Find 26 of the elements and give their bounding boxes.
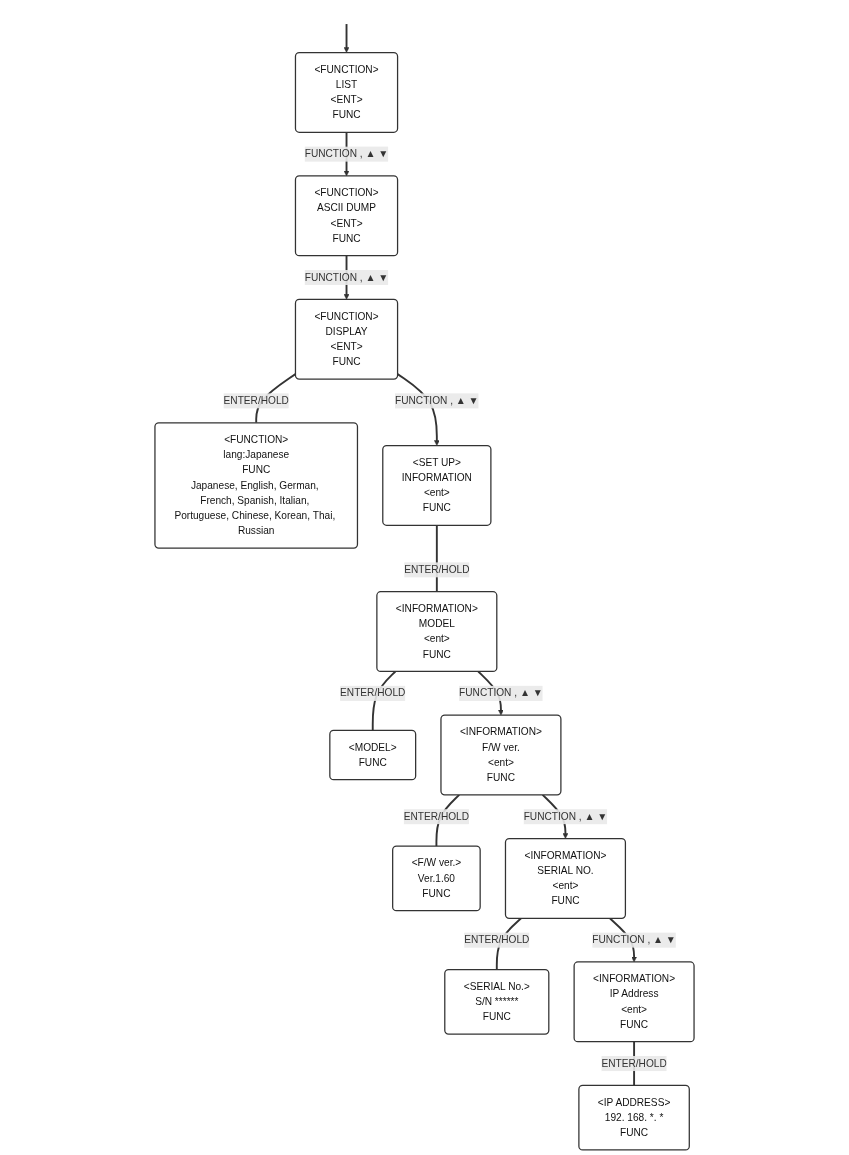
node-box: <MODEL> FUNC <box>329 729 417 781</box>
arrow <box>343 23 350 53</box>
edge-label: FUNCTION , ▲ ▼ <box>304 271 389 283</box>
edge-label: ENTER/HOLD <box>404 564 470 575</box>
edge-label: FUNCTION , ▲ ▼ <box>395 395 479 406</box>
edge-label: ENTER/HOLD <box>464 934 530 946</box>
node-box: <FUNCTION> LIST <ENT> FUNC <box>294 51 399 133</box>
edge-label: ENTER/HOLD <box>403 811 470 822</box>
node-box: <SET UP> INFORMATION <ent> FUNC <box>382 444 492 526</box>
node-box: <SERIAL No.> S/N ****** FUNC <box>444 968 550 1035</box>
edge-label: FUNCTION , ▲ ▼ <box>304 148 389 160</box>
node-box: <FUNCTION> ASCII DUMP <ENT> FUNC <box>294 175 399 257</box>
edge-label: FUNCTION , ▲ ▼ <box>592 934 676 946</box>
node-box: <F/W ver.> Ver.1.60 FUNC <box>392 845 481 912</box>
node-box: <FUNCTION> DISPLAY <ENT> FUNC <box>294 298 399 380</box>
node-box: <FUNCTION> lang:Japanese FUNC Japanese, English, German, French, Spanish, Italian, Portuguese, Chinese, Korean, Thai, Russian <box>154 422 359 549</box>
node-box: <INFORMATION> MODEL <ent> FUNC <box>376 591 498 673</box>
edge-label: FUNCTION , ▲ ▼ <box>459 687 543 699</box>
edge-label: ENTER/HOLD <box>601 1057 667 1069</box>
edge-label: ENTER/HOLD <box>223 395 289 406</box>
node-box: <INFORMATION> IP Address <ent> FUNC <box>573 961 695 1043</box>
edge-label: FUNCTION , ▲ ▼ <box>523 811 608 822</box>
edge-label: ENTER/HOLD <box>340 687 406 699</box>
node-box: <INFORMATION> F/W ver. <ent> FUNC <box>440 714 562 796</box>
node-box: <INFORMATION> SERIAL NO. <ent> FUNC <box>504 837 627 919</box>
node-box: <IP ADDRESS> 192. 168. *. * FUNC <box>578 1084 690 1151</box>
